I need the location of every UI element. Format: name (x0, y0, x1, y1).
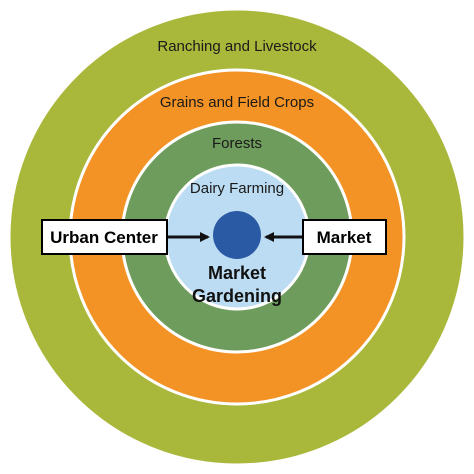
label-gardening-line2: Gardening (192, 286, 282, 306)
label-ranching-livestock: Ranching and Livestock (157, 38, 317, 55)
urban-center-label: Urban Center (50, 228, 158, 247)
label-forests: Forests (212, 135, 262, 152)
market-label: Market (317, 228, 372, 247)
label-dairy-farming: Dairy Farming (190, 180, 284, 197)
center-market-circle (213, 211, 261, 259)
label-market-line1: Market (208, 263, 266, 283)
urban-center-box (41, 219, 168, 255)
market-box (302, 219, 387, 255)
label-grains-field-crops: Grains and Field Crops (160, 94, 314, 111)
